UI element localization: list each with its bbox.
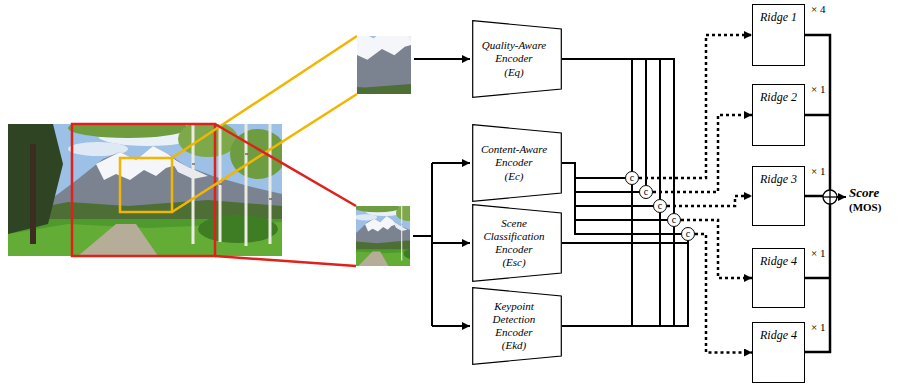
dotted-arrow	[639, 35, 752, 178]
concat-circle: c	[639, 185, 653, 199]
block-symbol: (Ec)	[505, 170, 524, 183]
input-arrows-part	[431, 163, 433, 326]
block-symbol: (Esc)	[502, 256, 525, 269]
encoder-outline	[473, 21, 562, 98]
concat-symbol: c	[626, 172, 638, 183]
sum-lines-part	[805, 35, 830, 190]
feature-line	[562, 213, 660, 326]
block-name: Ridge 4	[753, 323, 804, 342]
concat-circle: c	[625, 171, 639, 185]
block-name: Scene Classification Encoder	[478, 217, 550, 257]
dotted-arrow	[695, 234, 752, 353]
input-arrows	[413, 59, 470, 326]
encoder-block: Keypoint Detection Encoder(Ekd)	[472, 287, 562, 365]
encoder-text: Keypoint Detection Encoder(Ekd)	[472, 287, 562, 365]
input-arrows-part	[432, 242, 470, 244]
encoder-block: Content-Aware Encoder(Ec)	[472, 124, 562, 202]
input-arrows-part	[432, 325, 470, 327]
concat-symbol: c	[640, 186, 652, 197]
input-arrows-part	[413, 235, 432, 237]
input-arrows-part	[432, 162, 470, 164]
dotted-arrow	[681, 220, 752, 278]
zoom-lines-part	[172, 94, 357, 212]
output-arrow	[837, 196, 846, 198]
feature-line	[562, 227, 674, 326]
zoom-lines-part	[172, 36, 357, 158]
concat-symbol: c	[668, 214, 680, 225]
encoder-block: Scene Classification Encoder(Esc)	[472, 204, 562, 282]
feature-line	[562, 163, 639, 192]
patch-frame	[120, 158, 172, 212]
concat-symbol: c	[682, 228, 694, 239]
block-name: Quality-Aware Encoder	[478, 39, 550, 65]
block-symbol: (Ekd)	[502, 339, 526, 352]
encoder-text: Content-Aware Encoder(Ec)	[472, 124, 562, 202]
sum-lines-part	[805, 114, 830, 117]
feature-line	[562, 163, 681, 234]
block-name: Ridge 2	[753, 85, 804, 104]
encoder-block: Quality-Aware Encoder(Eq)	[472, 20, 562, 98]
encoder-outline	[473, 125, 562, 202]
concat-circle: c	[667, 213, 681, 227]
feature-line	[562, 241, 688, 326]
output-label: (MOS)	[849, 201, 881, 213]
output-label: Score	[849, 185, 879, 201]
weight-label: × 1	[811, 165, 825, 177]
zoom-lines-part	[215, 124, 356, 206]
block-name: Ridge 4	[753, 249, 804, 268]
feature-line	[562, 163, 625, 178]
zoom-lines	[172, 36, 357, 266]
block-name: Keypoint Detection Encoder	[478, 300, 550, 340]
zoom-lines-part	[215, 256, 356, 266]
crop-image-part	[332, 203, 437, 266]
encoder-text: Quality-Aware Encoder(Eq)	[472, 20, 562, 98]
block-name: Ridge 3	[753, 167, 804, 186]
sum-symbol	[823, 190, 837, 204]
feature-line	[562, 163, 667, 220]
block-name: Ridge 1	[753, 5, 804, 24]
feature-line	[562, 185, 632, 326]
feature-line	[562, 241, 688, 243]
weight-label: × 4	[811, 3, 825, 15]
ridge-regressor-box: Ridge 4	[752, 322, 805, 383]
feature-line	[562, 59, 674, 213]
ridge-regressor-box: Ridge 1	[752, 4, 805, 66]
ridge-regressor-box: Ridge 3	[752, 166, 805, 226]
photo-part	[8, 118, 286, 256]
sum-lines-part	[805, 195, 823, 198]
concat-circle: c	[653, 199, 667, 213]
encoder-outline	[473, 288, 562, 365]
sum-symbol-part	[823, 190, 837, 204]
weight-label: × 1	[811, 321, 825, 333]
encoder-outline	[473, 205, 562, 282]
feature-line	[562, 59, 632, 171]
concat-symbol: c	[654, 200, 666, 211]
dotted-arrow	[653, 115, 752, 192]
block-symbol: (Eq)	[504, 66, 524, 79]
photo	[8, 118, 286, 256]
crop-image	[332, 203, 437, 266]
feature-line	[562, 185, 632, 243]
encoder-text: Scene Classification Encoder(Esc)	[472, 204, 562, 282]
ridge-regressor-box: Ridge 2	[752, 84, 805, 146]
sum-lines-part	[805, 204, 830, 352]
weight-label: × 1	[811, 247, 825, 259]
concat-circle: c	[681, 227, 695, 241]
sum-symbol-part	[829, 190, 830, 204]
input-arrows-part	[414, 58, 470, 60]
weight-label: × 1	[811, 83, 825, 95]
ridge-regressor-box: Ridge 4	[752, 248, 805, 308]
sum-lines-part	[805, 277, 830, 280]
dotted-arrow	[667, 196, 752, 206]
block-name: Content-Aware Encoder	[478, 143, 550, 169]
